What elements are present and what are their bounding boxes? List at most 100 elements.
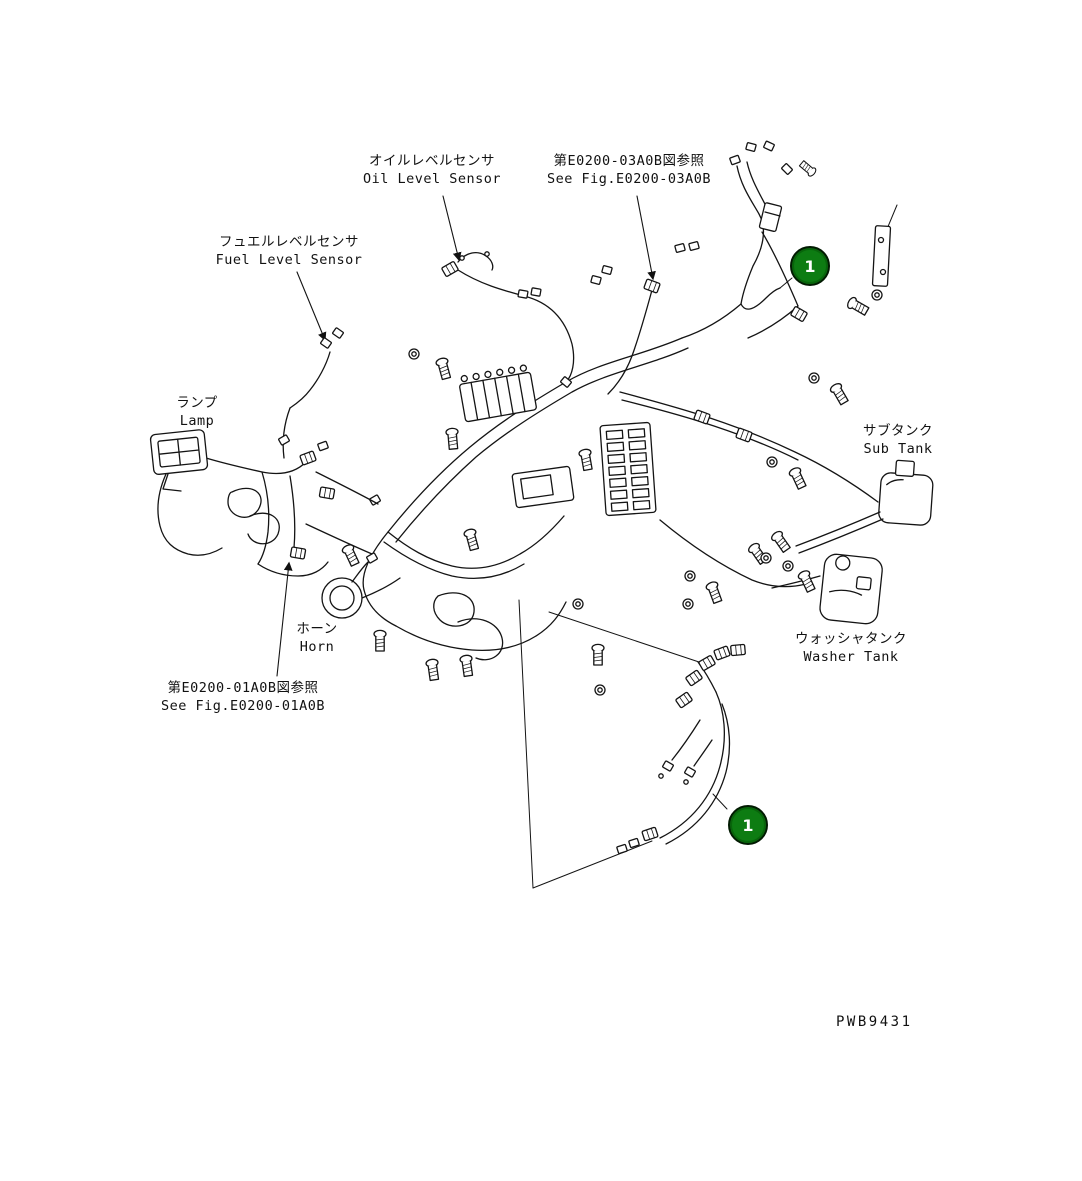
bolt-icon — [577, 447, 595, 472]
washer-icon — [782, 560, 794, 572]
lamp-drawing — [149, 429, 209, 475]
bolt-icon — [797, 159, 818, 179]
label-oil-level-sensor: オイルレベルセンサ Oil Level Sensor — [363, 152, 501, 188]
connector-icon — [643, 278, 661, 294]
connector-icon — [440, 260, 460, 278]
connector-icon — [713, 645, 731, 661]
washer-icon — [808, 372, 820, 384]
callout-balloon-bottom[interactable]: 1 — [728, 805, 768, 845]
label-horn: ホーン Horn — [296, 620, 337, 656]
washer-tank-drawing — [771, 553, 883, 625]
washer-icon — [766, 456, 778, 468]
left-harness — [149, 326, 379, 577]
bolt-icon — [462, 527, 481, 552]
terminal-block — [459, 364, 537, 423]
bolt-icon — [828, 381, 851, 407]
connector-icon — [693, 409, 711, 425]
washer-icon — [684, 570, 696, 582]
label-oil-level-sensor-en: Oil Level Sensor — [362, 171, 502, 187]
label-fuel-level-sensor-en: Fuel Level Sensor — [215, 252, 363, 268]
label-see-fig-e0200-01a0b-jp: 第E0200-01A0B図参照 — [167, 680, 319, 696]
label-lamp-en: Lamp — [179, 413, 215, 429]
bolt-icon — [373, 629, 387, 652]
label-see-fig-e0200-03a0b-en: See Fig.E0200-03A0B — [547, 171, 711, 187]
connector-icon — [590, 274, 602, 286]
label-fuel-level-sensor-jp: フュエルレベルセンサ — [218, 234, 359, 250]
connector-icon — [758, 202, 783, 233]
connector-icon — [316, 440, 330, 452]
label-washer-tank-jp: ウォッシャタンク — [795, 631, 907, 647]
connector-icon — [318, 486, 336, 500]
label-see-fig-e0200-01a0b: 第E0200-01A0B図参照 See Fig.E0200-01A0B — [161, 679, 325, 715]
label-arrows — [276, 195, 656, 677]
connector-icon — [729, 643, 747, 657]
label-washer-tank-en: Washer Tank — [803, 649, 899, 665]
connector-icon — [780, 162, 794, 176]
connector-icon — [289, 546, 307, 560]
label-see-fig-e0200-03a0b-jp: 第E0200-03A0B図参照 — [553, 153, 705, 169]
top-right-harness — [674, 140, 818, 339]
washer-icon — [408, 348, 420, 360]
detail-leader-lines — [518, 204, 898, 889]
connector-icon — [683, 766, 697, 778]
connector-icon — [789, 305, 809, 323]
label-see-fig-e0200-01a0b-en: See Fig.E0200-01A0B — [161, 698, 325, 714]
connector-icon — [277, 434, 291, 446]
connector-icon — [331, 326, 345, 340]
connector-icon — [697, 654, 717, 672]
label-fuel-level-sensor: フュエルレベルセンサ Fuel Level Sensor — [216, 233, 363, 269]
label-sub-tank-jp: サブタンク — [863, 423, 933, 439]
drawing-number: PWB9431 — [836, 1014, 913, 1030]
label-lamp-jp: ランプ — [176, 395, 218, 411]
connector-icon — [530, 287, 542, 297]
fuse-box — [599, 421, 657, 517]
label-oil-level-sensor-jp: オイルレベルセンサ — [368, 153, 495, 169]
connector-icon — [615, 843, 629, 855]
connector-icon — [728, 154, 742, 166]
bolt-icon — [769, 528, 793, 555]
mounting-bracket — [845, 225, 892, 318]
connector-icon — [688, 240, 700, 252]
connector-icon — [684, 669, 704, 687]
connector-icon — [319, 336, 333, 350]
relay-box — [511, 465, 575, 509]
label-horn-en: Horn — [299, 639, 335, 655]
connector-icon — [559, 375, 573, 389]
label-see-fig-e0200-03a0b: 第E0200-03A0B図参照 See Fig.E0200-03A0B — [547, 152, 711, 188]
label-sub-tank: サブタンク Sub Tank — [863, 422, 933, 458]
washer-icon — [594, 684, 606, 696]
connector-icon — [299, 450, 317, 466]
connector-icon — [517, 289, 529, 299]
washer-icon — [760, 552, 772, 564]
connector-icon — [601, 264, 613, 276]
washer-icon — [871, 289, 883, 301]
bolt-icon — [787, 465, 809, 491]
bolt-icon — [424, 657, 441, 682]
connector-icon — [762, 140, 776, 152]
bolt-icon — [458, 653, 475, 678]
bolt-icon — [845, 295, 871, 318]
main-harness — [340, 251, 879, 696]
washer-icon — [572, 598, 584, 610]
bolt-icon — [340, 542, 362, 568]
label-washer-tank: ウォッシャタンク Washer Tank — [795, 630, 907, 666]
label-sub-tank-en: Sub Tank — [863, 441, 933, 457]
bolt-icon — [591, 643, 605, 666]
connector-icon — [661, 760, 675, 772]
bolt-icon — [704, 579, 725, 605]
bottom-harness — [615, 643, 747, 855]
bolt-icon — [445, 427, 461, 451]
callout-balloon-top[interactable]: 1 — [790, 246, 830, 286]
label-lamp: ランプ Lamp — [176, 394, 218, 430]
bolt-icon — [434, 356, 453, 381]
connector-icon — [745, 141, 757, 153]
washer-icon — [682, 598, 694, 610]
connector-icon — [674, 691, 694, 709]
label-horn-jp: ホーン — [296, 621, 338, 637]
sub-tank-drawing — [746, 459, 934, 567]
connector-icon — [674, 242, 686, 254]
connector-icon — [735, 427, 753, 443]
connector-icon — [641, 826, 659, 842]
